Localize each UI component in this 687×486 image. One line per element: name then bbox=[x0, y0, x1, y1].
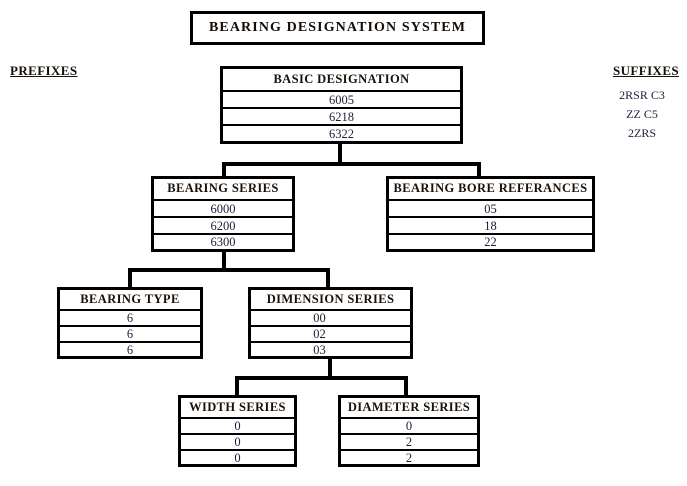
node-bearing-bore-references-row-2: 18 bbox=[389, 216, 592, 233]
node-bearing-series[interactable]: BEARING SERIES 6000 6200 6300 bbox=[151, 176, 295, 252]
node-dimension-series-row-2: 02 bbox=[251, 325, 410, 341]
suffix-item-3: 2ZRS bbox=[627, 126, 656, 140]
node-dimension-series-header: DIMENSION SERIES bbox=[266, 292, 395, 306]
node-dimension-series-row-3: 03 bbox=[251, 341, 410, 356]
node-basic-designation-row-3: 6322 bbox=[223, 124, 460, 141]
node-width-series-header: WIDTH SERIES bbox=[189, 400, 286, 414]
suffix-item-2: ZZ C5 bbox=[626, 107, 658, 121]
node-bearing-type-row-3: 6 bbox=[60, 341, 200, 356]
node-dimension-series[interactable]: DIMENSION SERIES 00 02 03 bbox=[248, 287, 413, 359]
connector-stem-basic bbox=[338, 143, 342, 166]
connector-stem-dimension-series bbox=[328, 358, 332, 380]
node-bearing-bore-references-row-1: 05 bbox=[389, 199, 592, 216]
node-bearing-type-header: BEARING TYPE bbox=[80, 292, 180, 306]
node-bearing-type[interactable]: BEARING TYPE 6 6 6 bbox=[57, 287, 203, 359]
connector-bus-level3 bbox=[128, 268, 330, 272]
node-bearing-series-row-1: 6000 bbox=[154, 199, 292, 216]
node-basic-designation-row-1: 6005 bbox=[223, 90, 460, 107]
node-bearing-series-header: BEARING SERIES bbox=[167, 181, 279, 195]
suffix-item-1: 2RSR C3 bbox=[619, 88, 665, 102]
connector-bus-level4 bbox=[235, 376, 408, 380]
node-diameter-series-row-2: 2 bbox=[341, 433, 477, 449]
node-width-series[interactable]: WIDTH SERIES 0 0 0 bbox=[178, 395, 297, 467]
connector-stem-bearing-series bbox=[222, 250, 226, 272]
node-dimension-series-row-1: 00 bbox=[251, 309, 410, 325]
connector-drop-bore-references bbox=[477, 162, 481, 176]
node-diameter-series-row-1: 0 bbox=[341, 417, 477, 433]
node-width-series-row-2: 0 bbox=[181, 433, 294, 449]
connector-drop-diameter-series bbox=[404, 376, 408, 395]
node-width-series-row-1: 0 bbox=[181, 417, 294, 433]
node-basic-designation-header: BASIC DESIGNATION bbox=[273, 72, 410, 86]
node-diameter-series[interactable]: DIAMETER SERIES 0 2 2 bbox=[338, 395, 480, 467]
node-diameter-series-header: DIAMETER SERIES bbox=[347, 400, 471, 414]
node-bearing-type-row-1: 6 bbox=[60, 309, 200, 325]
diagram-title-box: BEARING DESIGNATION SYSTEM bbox=[190, 11, 485, 45]
prefixes-heading: PREFIXES bbox=[10, 63, 78, 78]
connector-drop-dimension-series bbox=[326, 268, 330, 287]
node-bearing-type-row-2: 6 bbox=[60, 325, 200, 341]
connector-drop-bearing-series bbox=[222, 162, 226, 176]
node-bearing-series-row-2: 6200 bbox=[154, 216, 292, 233]
node-width-series-row-3: 0 bbox=[181, 449, 294, 464]
connector-drop-width-series bbox=[235, 376, 239, 395]
diagram-title-text: BEARING DESIGNATION SYSTEM bbox=[208, 20, 467, 35]
suffixes-heading: SUFFIXES bbox=[613, 63, 680, 78]
node-basic-designation[interactable]: BASIC DESIGNATION 6005 6218 6322 bbox=[220, 66, 463, 144]
node-bearing-bore-references-row-3: 22 bbox=[389, 233, 592, 249]
node-diameter-series-row-3: 2 bbox=[341, 449, 477, 464]
connector-drop-bearing-type bbox=[128, 268, 132, 287]
node-bearing-bore-references[interactable]: BEARING BORE REFERANCES 05 18 22 bbox=[386, 176, 595, 252]
node-basic-designation-row-2: 6218 bbox=[223, 107, 460, 124]
node-bearing-bore-references-header: BEARING BORE REFERANCES bbox=[393, 181, 588, 195]
connector-bus-level2 bbox=[222, 162, 481, 166]
node-bearing-series-row-3: 6300 bbox=[154, 233, 292, 249]
